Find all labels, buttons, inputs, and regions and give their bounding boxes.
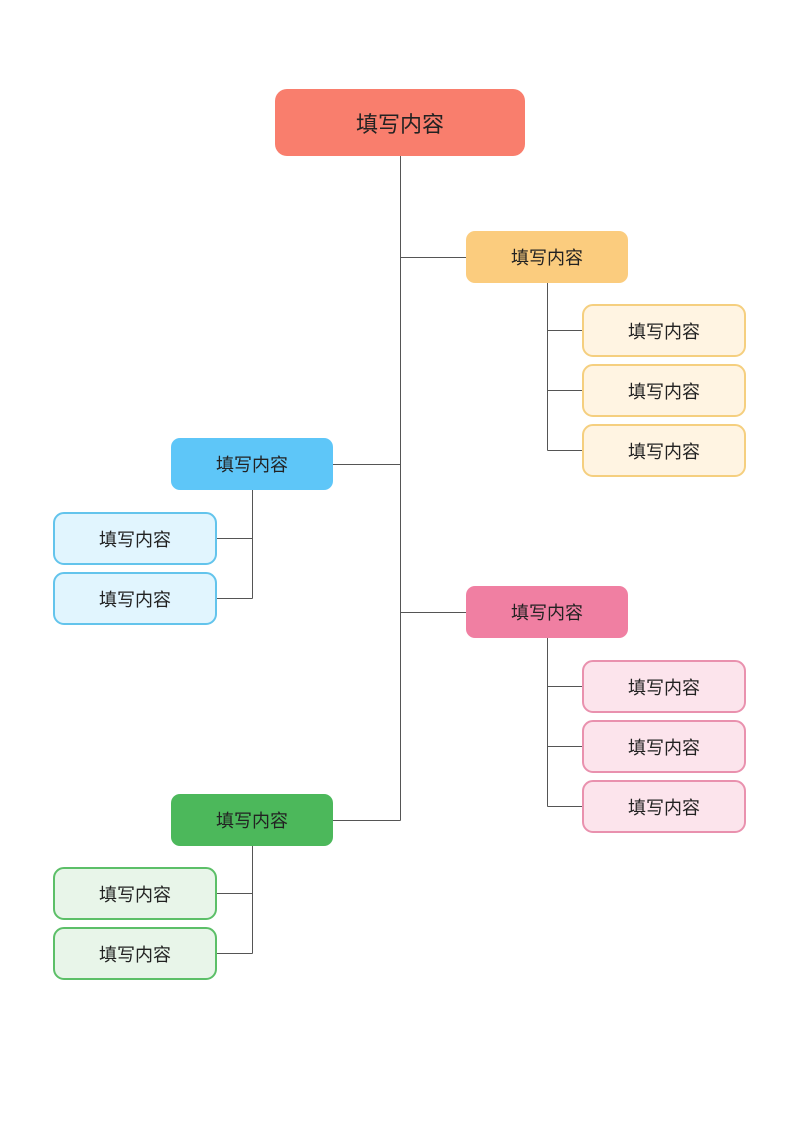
branch-node-pink[interactable]: 填写内容 <box>466 586 628 638</box>
branch-node-orange[interactable]: 填写内容 <box>466 231 628 283</box>
branch-node-blue[interactable]: 填写内容 <box>171 438 333 490</box>
leaf-node-pink-3[interactable]: 填写内容 <box>582 780 746 833</box>
leaf-node-orange-1[interactable]: 填写内容 <box>582 304 746 357</box>
leaf-node-blue-1[interactable]: 填写内容 <box>53 512 217 565</box>
leaf-node-pink-1[interactable]: 填写内容 <box>582 660 746 713</box>
leaf-node-orange-3[interactable]: 填写内容 <box>582 424 746 477</box>
leaf-node-green-1[interactable]: 填写内容 <box>53 867 217 920</box>
leaf-node-blue-2[interactable]: 填写内容 <box>53 572 217 625</box>
leaf-node-pink-2[interactable]: 填写内容 <box>582 720 746 773</box>
branch-node-green[interactable]: 填写内容 <box>171 794 333 846</box>
leaf-node-orange-2[interactable]: 填写内容 <box>582 364 746 417</box>
leaf-node-green-2[interactable]: 填写内容 <box>53 927 217 980</box>
root-node[interactable]: 填写内容 <box>275 89 525 156</box>
